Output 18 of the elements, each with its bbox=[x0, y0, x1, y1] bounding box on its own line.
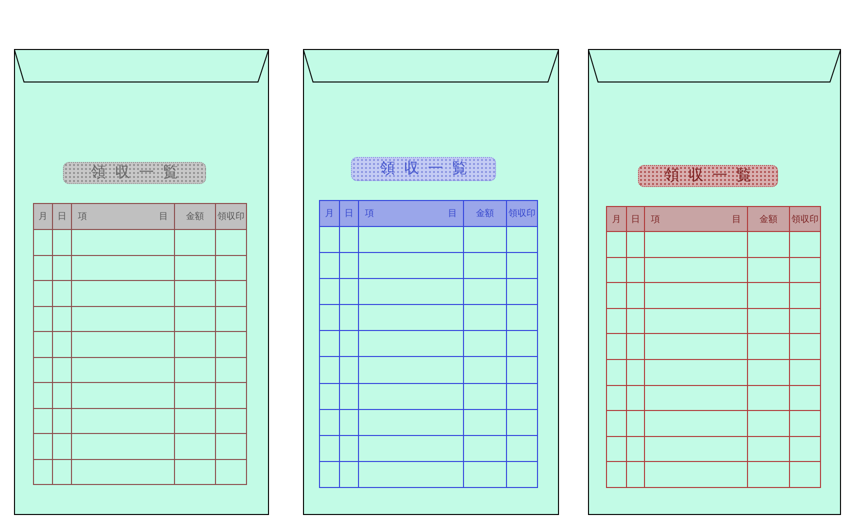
column-header: 月 bbox=[606, 206, 626, 232]
title-badge: 領収一覧 bbox=[63, 162, 206, 184]
column-header: 日 bbox=[52, 204, 72, 230]
column-header: 日 bbox=[340, 200, 358, 226]
column-header: 領収印 bbox=[506, 200, 538, 226]
column-header: 金額 bbox=[464, 200, 506, 226]
column-header: 領収印 bbox=[790, 206, 820, 232]
column-header: 領収印 bbox=[216, 204, 246, 230]
column-header: 金額 bbox=[748, 206, 790, 232]
column-header: 項目 bbox=[358, 200, 464, 226]
title-badge: 領収一覧 bbox=[351, 157, 496, 181]
column-header: 日 bbox=[626, 206, 644, 232]
title-badge: 領収一覧 bbox=[638, 165, 778, 187]
column-header: 項目 bbox=[644, 206, 748, 232]
column-header: 項目 bbox=[72, 204, 174, 230]
column-header: 月 bbox=[34, 204, 52, 230]
column-header: 月 bbox=[320, 200, 340, 226]
column-header: 金額 bbox=[174, 204, 216, 230]
